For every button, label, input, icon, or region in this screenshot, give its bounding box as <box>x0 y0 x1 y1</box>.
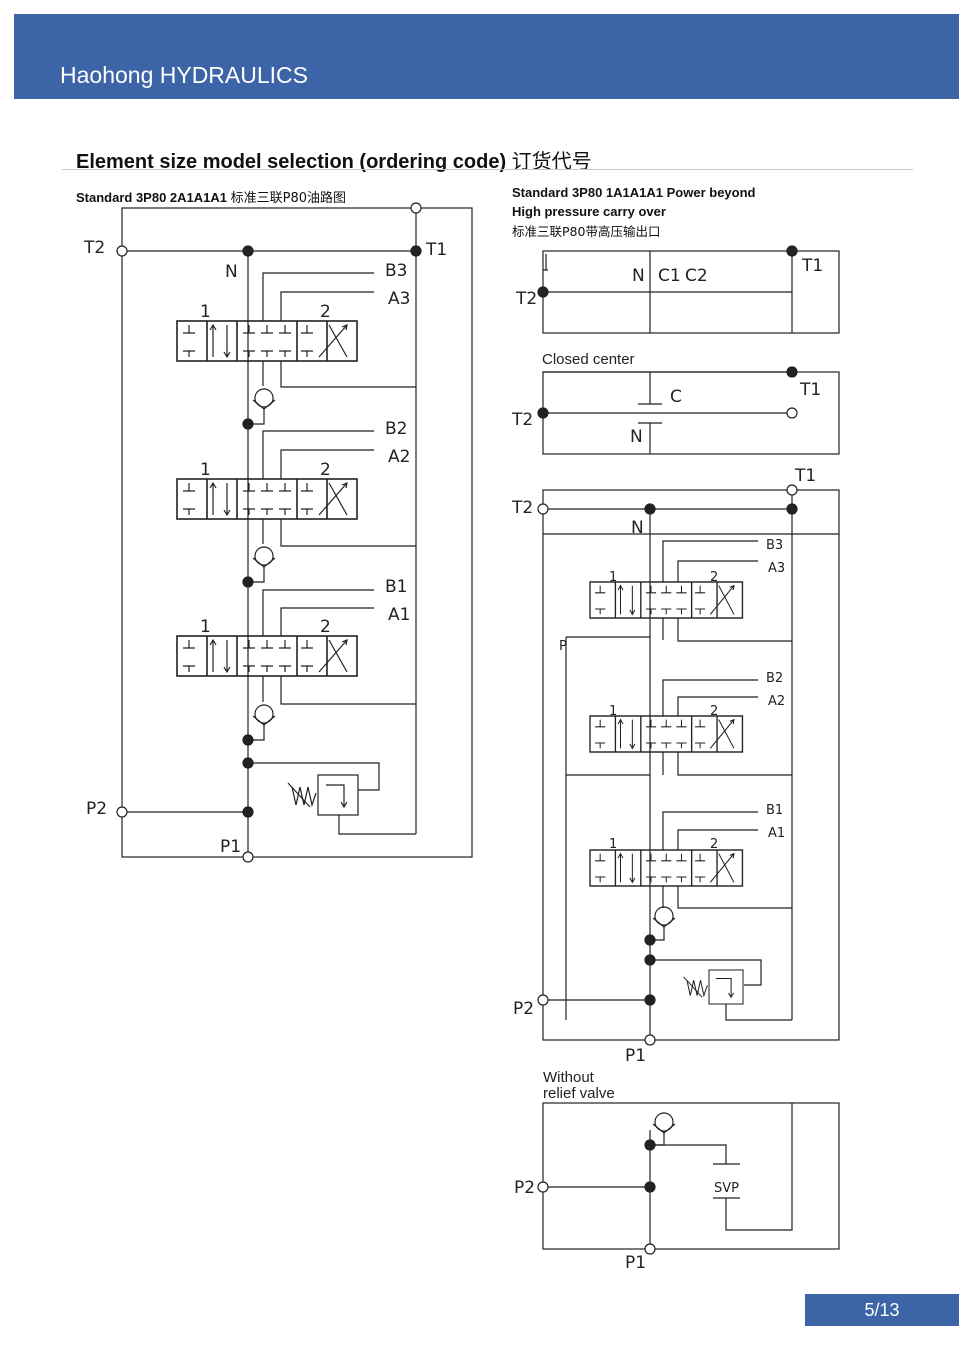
left-b2: B2 <box>385 419 407 439</box>
left-s2-pos1: 1 <box>200 460 211 480</box>
main-b3: B3 <box>766 538 783 553</box>
left-a3: A3 <box>388 289 410 309</box>
right-caption-1: Standard 3P80 1A1A1A1 Power beyond <box>512 185 756 200</box>
power-beyond-schematic: T2 N C1 C2 T1 <box>515 245 840 334</box>
main-p2: P2 <box>513 999 534 1019</box>
main-t1: T1 <box>794 466 816 486</box>
left-caption-en: Standard 3P80 2A1A1A1 <box>76 190 228 205</box>
header-bar: Haohong HYDRAULICS <box>14 14 959 99</box>
cc-c: C <box>670 387 682 407</box>
without-p2: P2 <box>514 1178 535 1198</box>
main-p1: P1 <box>625 1046 646 1066</box>
main-a1: A1 <box>768 826 785 841</box>
right-caption-2: High pressure carry over <box>512 204 666 219</box>
cc-n: N <box>630 427 643 447</box>
left-t1: T1 <box>425 240 447 260</box>
pb-c2: C2 <box>685 266 708 286</box>
right-main-schematic: T1 T2 N P B3 A3 1 2 B2 A2 1 2 B1 A1 1 2 <box>511 466 840 1066</box>
main-p: P <box>559 639 567 654</box>
pb-t1: T1 <box>801 256 823 276</box>
cc-t2: T2 <box>511 410 533 430</box>
left-a2: A2 <box>388 447 410 467</box>
left-p2: P2 <box>86 799 107 819</box>
left-b1: B1 <box>385 577 407 597</box>
left-s3-pos1: 1 <box>200 617 211 637</box>
pb-n: N <box>632 266 645 286</box>
right-caption-cn: 标准三联P80带高压输出口 <box>512 224 661 239</box>
left-n: N <box>225 262 238 282</box>
left-p1: P1 <box>220 837 241 857</box>
left-schematic: T2 T1 N B3 A3 1 2 B2 A2 1 2 B1 A1 1 <box>83 202 473 863</box>
without-label-2: relief valve <box>543 1085 615 1102</box>
section-title-en: Element size model selection (ordering c… <box>76 151 507 173</box>
closed-center-schematic: T2 C N T1 <box>511 366 840 455</box>
without-p1: P1 <box>625 1253 646 1273</box>
pb-t2: T2 <box>515 289 537 309</box>
main-t2: T2 <box>511 498 533 518</box>
main-s2-pos2: 2 <box>710 704 718 719</box>
main-a2: A2 <box>768 694 785 709</box>
left-s1-pos1: 1 <box>200 302 211 322</box>
main-b1: B1 <box>766 803 783 818</box>
left-caption: Standard 3P80 2A1A1A1 标准三联P80油路图 <box>76 187 346 206</box>
page-number: 5/13 <box>805 1294 959 1326</box>
main-b2: B2 <box>766 671 783 686</box>
without-label-1: Without <box>543 1069 594 1086</box>
main-n: N <box>631 518 644 538</box>
main-s3-pos1: 1 <box>609 837 617 852</box>
left-s3-pos2: 2 <box>320 617 331 637</box>
left-a1: A1 <box>388 605 410 625</box>
left-caption-cn: 标准三联P80油路图 <box>230 191 347 206</box>
cc-t1: T1 <box>799 380 821 400</box>
main-s2-pos1: 1 <box>609 704 617 719</box>
without-svp: SVP <box>714 1181 739 1196</box>
closed-center-label: Closed center <box>542 351 635 368</box>
without-relief-schematic: SVP P2 P1 <box>514 1102 840 1273</box>
left-t2: T2 <box>83 238 105 258</box>
main-s1-pos1: 1 <box>609 570 617 585</box>
pb-c1: C1 <box>658 266 681 286</box>
main-a3: A3 <box>768 561 785 576</box>
main-s1-pos2: 2 <box>710 570 718 585</box>
left-s2-pos2: 2 <box>320 460 331 480</box>
main-s3-pos2: 2 <box>710 837 718 852</box>
title-divider <box>62 169 913 170</box>
brand-title: Haohong HYDRAULICS <box>60 62 309 88</box>
left-b3: B3 <box>385 261 407 281</box>
left-s1-pos2: 2 <box>320 302 331 322</box>
